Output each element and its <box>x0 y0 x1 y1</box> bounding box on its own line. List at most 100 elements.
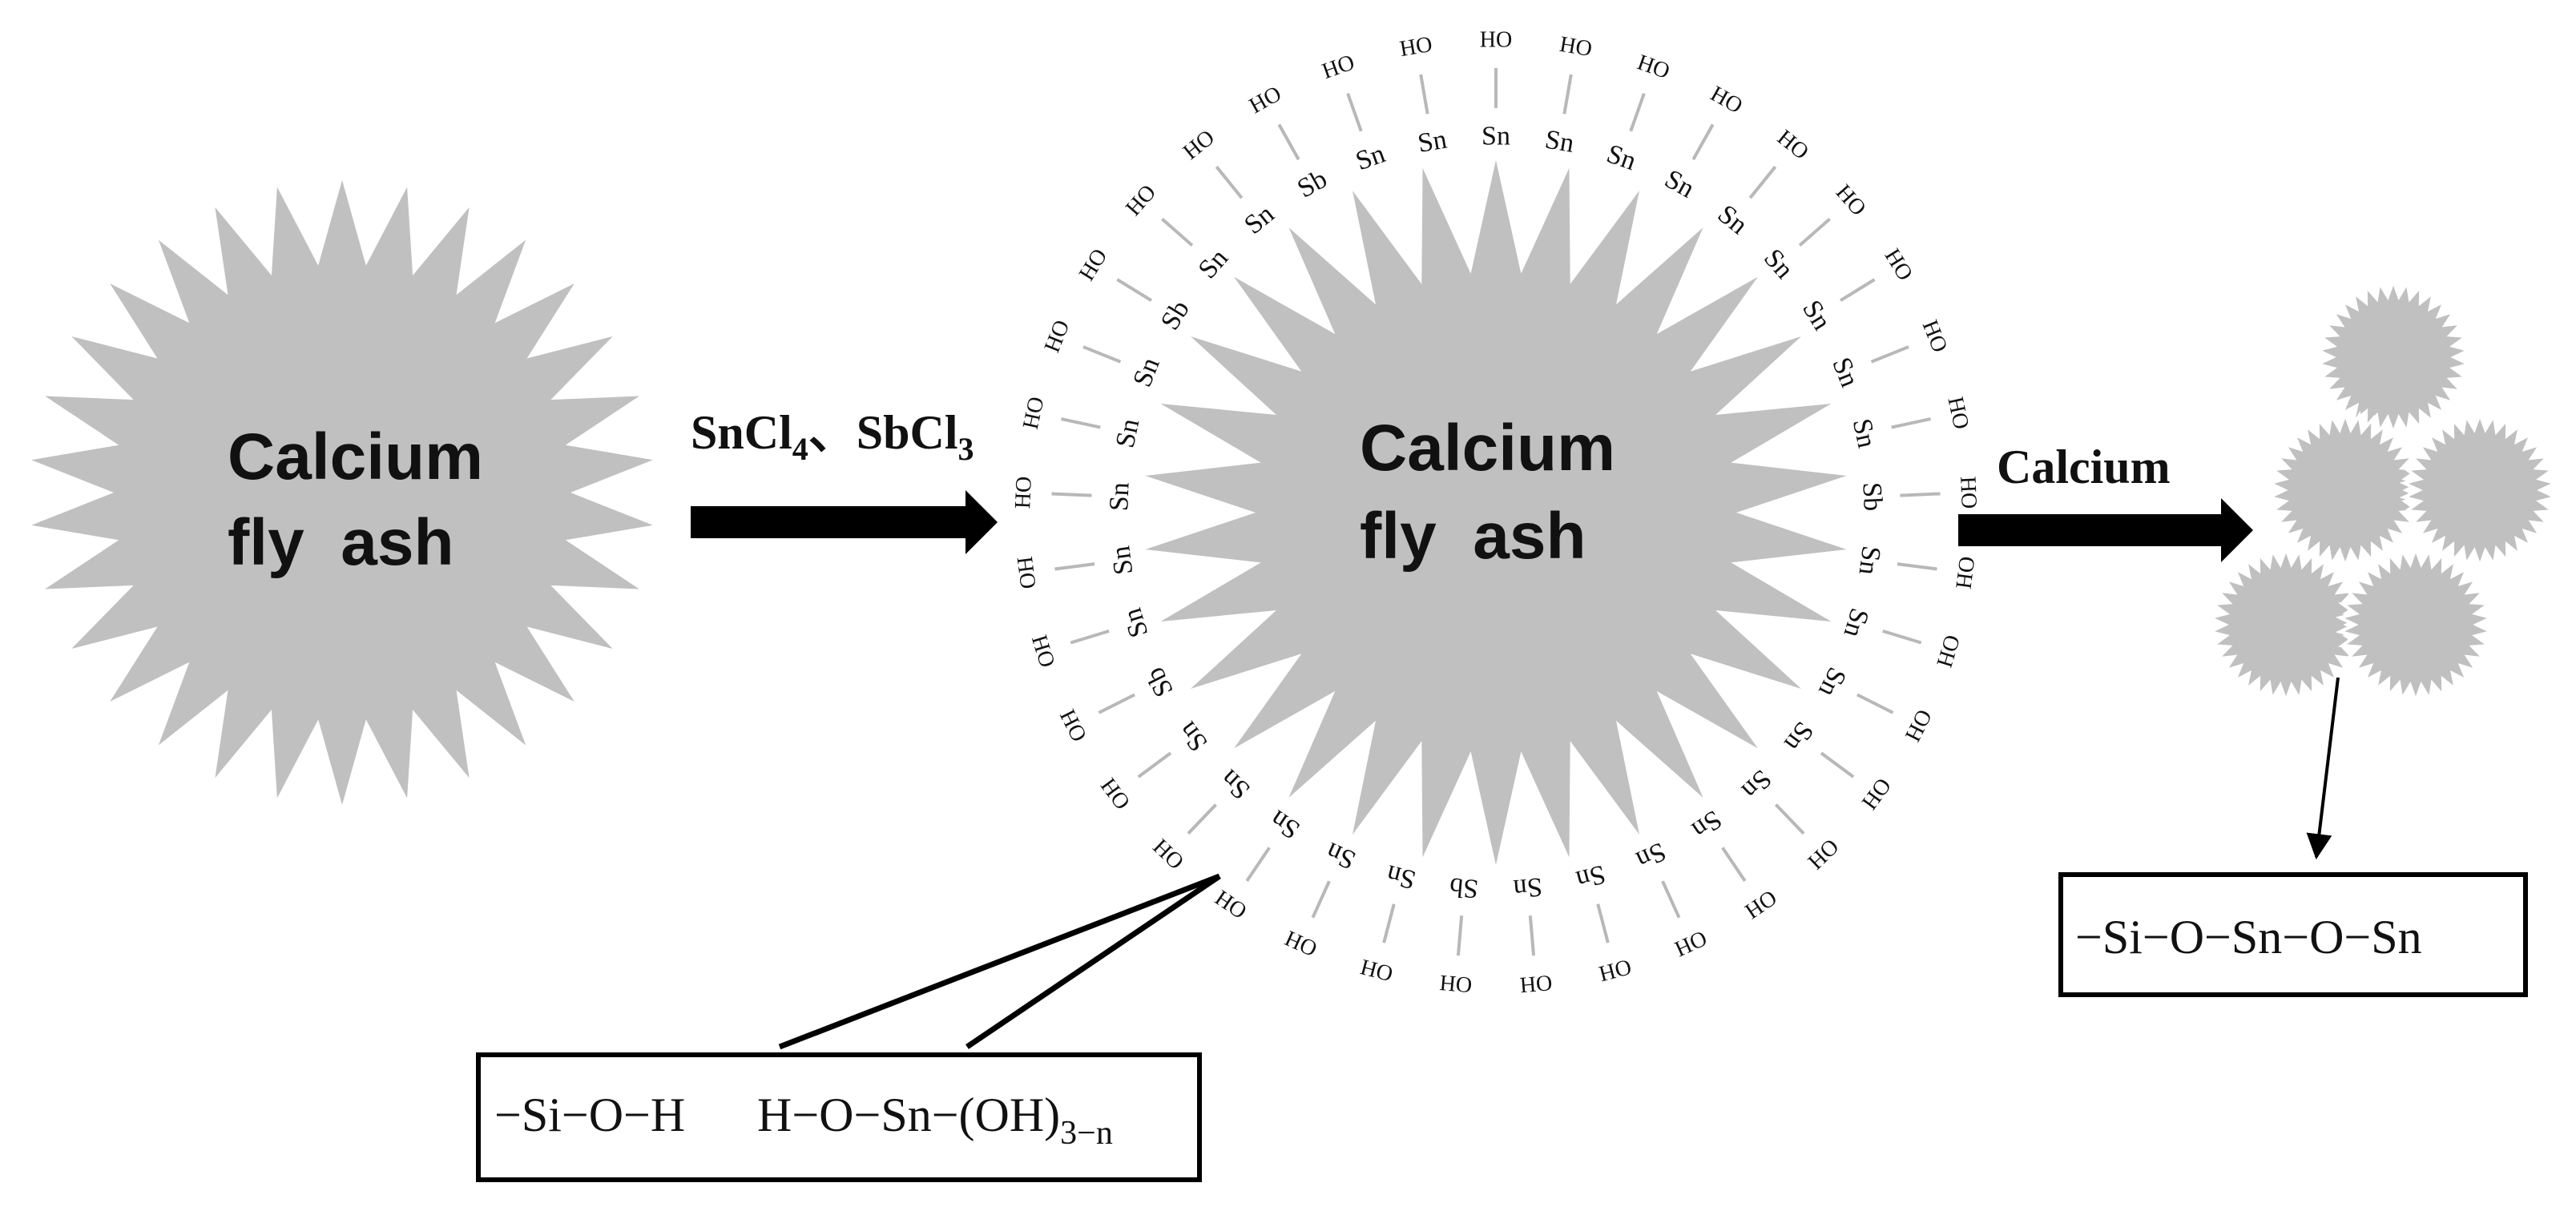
silanol-formula: −Si−O−H <box>494 1088 685 1141</box>
surface-hydroxyl-label: HO <box>1558 32 1594 62</box>
surface-metal-label: Sn <box>1239 199 1280 240</box>
surface-metal-label: Sn <box>1192 243 1234 284</box>
center-particle-label-line1: Calcium <box>1360 412 1615 485</box>
surface-bond <box>1116 278 1153 302</box>
surface-bond <box>1215 165 1244 199</box>
surface-metal-label: Sn <box>1384 859 1419 895</box>
surface-hydroxyl-label: HO <box>1121 180 1161 221</box>
surface-bond <box>1870 345 1909 364</box>
reagents-label: SnCl4、SbCl3 <box>691 406 974 467</box>
surface-metal-label: Sn <box>1812 662 1852 702</box>
agglomerate-particles <box>2205 276 2561 706</box>
surface-hydroxyl-label: OH <box>1900 706 1937 746</box>
surface-bond <box>1382 903 1396 943</box>
center-particle-shape <box>1145 160 1847 865</box>
surface-metal-label: Sn <box>1482 122 1510 151</box>
surface-bond <box>1798 217 1831 247</box>
surface-metal-label: Sb <box>1449 871 1480 903</box>
surface-bond <box>1856 693 1894 714</box>
surface-metal-label: Sn <box>1416 125 1449 159</box>
surface-metal-label: Sn <box>1847 416 1882 451</box>
surface-bond <box>1070 629 1110 645</box>
surface-metal-label: Sn <box>1659 164 1699 204</box>
center-particle-label-line2: fly ash <box>1360 500 1586 573</box>
pointer-arrow <box>2306 677 2340 860</box>
surface-metal-label: Sn <box>1602 139 1639 176</box>
surface-bond <box>1054 562 1095 571</box>
surface-hydroxyl-label: OH <box>1027 632 1060 670</box>
surface-hydroxyl-label: HO <box>1245 82 1285 119</box>
surface-hydroxyl-label: HO <box>1074 244 1113 285</box>
surface-metal-label: Sn <box>1735 764 1777 806</box>
callout-lines <box>778 873 1221 1050</box>
surface-metal-label: Sb <box>1155 296 1195 336</box>
surface-bond <box>1346 93 1363 132</box>
surface-metal-label: Sn <box>1321 836 1360 875</box>
agglomerated-particle <box>2205 544 2367 706</box>
surface-bond <box>1562 74 1573 115</box>
surface-hydroxyl-label: HO <box>1319 50 1357 84</box>
surface-metal-label: Sn <box>1215 764 1256 806</box>
calcination-label: Calcium <box>1997 441 2171 493</box>
surface-hydroxyl-label: OH <box>1740 885 1781 923</box>
surface-bond <box>1051 492 1092 497</box>
surface-hydroxyl-label: HO <box>1955 476 1981 509</box>
surface-bond <box>1277 123 1300 161</box>
surface-metal-label: Sn <box>1573 859 1608 895</box>
surface-hydroxyl-label: OH <box>1055 706 1092 746</box>
surface-bond <box>1161 217 1194 247</box>
surface-metal-label: Sn <box>1796 296 1836 336</box>
surface-group: Sb HO <box>1856 476 1981 512</box>
surface-hydroxyl-label: OH <box>1519 970 1554 997</box>
left-formula-box: −Si−O−H H−O−Sn−(OH)3−n <box>476 1052 1202 1182</box>
left-particle-label-line2: fly ash <box>228 506 454 579</box>
left-particle: Calcium fly ash <box>31 180 653 805</box>
surface-hydroxyl-label: HO <box>1880 244 1918 285</box>
agglomerated-particle <box>2264 409 2426 571</box>
right-formula-box: −Si−O−Sn−O−Sn <box>2058 872 2528 997</box>
surface-bond <box>1082 345 1122 364</box>
surface-bond <box>1882 629 1922 645</box>
surface-hydroxyl-label: OH <box>1439 970 1473 997</box>
surface-bond <box>1774 803 1805 835</box>
surface-group: Sb HO <box>1245 82 1332 204</box>
surface-bond <box>1311 880 1331 919</box>
surface-metal-label: Sn <box>1173 716 1214 757</box>
surface-metal-label: Sb <box>1856 481 1887 511</box>
surface-hydroxyl-label: OH <box>1950 555 1979 590</box>
surface-metal-label: Sn <box>1104 481 1135 511</box>
surface-bond <box>1839 278 1876 302</box>
surface-metal-label: Sb <box>1292 164 1332 204</box>
surface-bond <box>1098 693 1135 714</box>
surface-hydroxyl-label: HO <box>1010 476 1037 509</box>
surface-metal-label: Sn <box>1265 804 1305 845</box>
surface-hydroxyl-label: HO <box>1706 82 1746 119</box>
surface-group: Sn HO <box>1659 82 1746 204</box>
surface-hydroxyl-label: HO <box>1831 180 1871 221</box>
surface-bond <box>1245 847 1271 882</box>
surface-hydroxyl-label: OH <box>1931 632 1964 670</box>
left-particle-label-line1: Calcium <box>228 420 483 493</box>
